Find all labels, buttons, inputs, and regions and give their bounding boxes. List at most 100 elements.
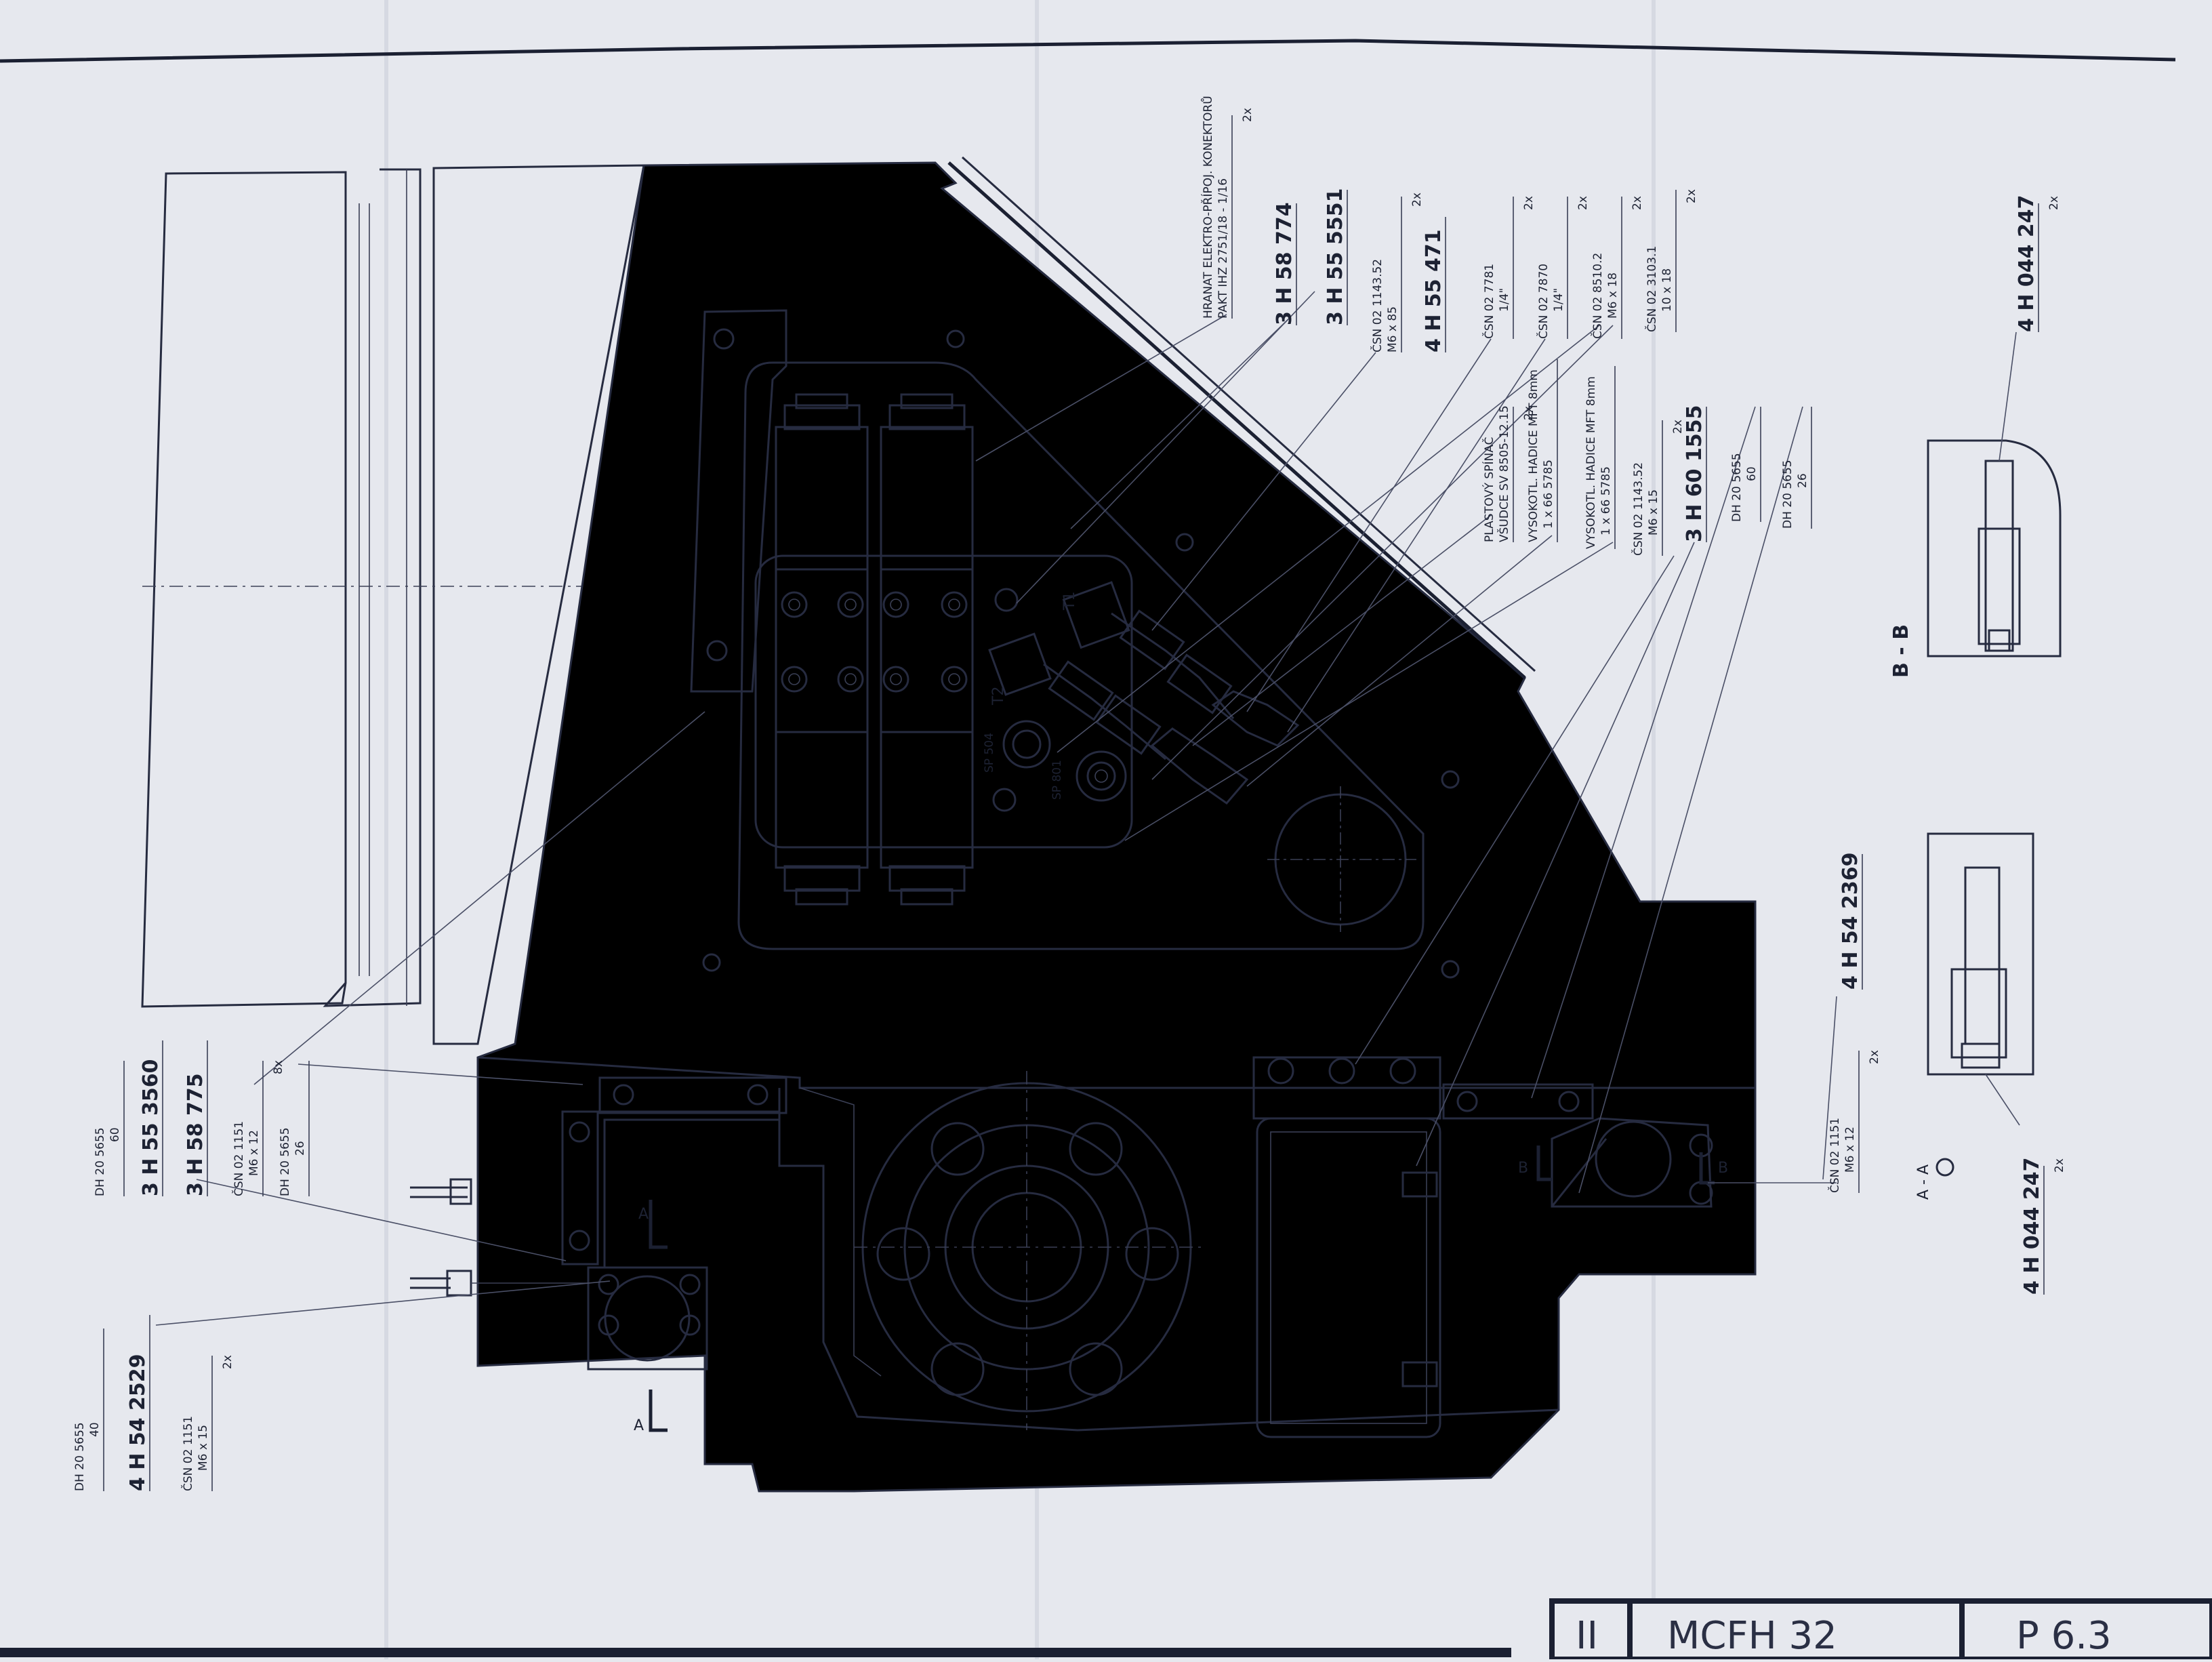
lower-assembly: A A B B [410, 1056, 1755, 1438]
callout-label: 60 [1745, 466, 1759, 481]
callout-label: HRANAT ELEKTRO-PŘÍPOJ. KONEKTORŮ [1200, 96, 1215, 319]
callout-label: M6 x 85 [1386, 306, 1399, 352]
callout-label: 1 x 66 5785 [1599, 466, 1613, 535]
callout-label: DH 20 5655 [1730, 453, 1744, 522]
callout-group-right: 4 H 044 247 2x 4 H 54 2369 ČSN 02 1151 M… [1827, 195, 2066, 1295]
valve-manifold [690, 309, 1460, 979]
callout-group-left: DH 20 5655 60 3 H 55 3560 3 H 58 775 ČSN… [94, 1040, 310, 1196]
callout-label: 26 [1796, 473, 1809, 488]
callout-label: VŠUDCE SV 8505-12.15 [1496, 405, 1511, 542]
screw-icon [713, 328, 735, 350]
callout-qty: 2x [1522, 406, 1536, 420]
port-icon [994, 588, 1019, 612]
pressure-switch-sp801-icon [1076, 750, 1127, 802]
manifold-outline [737, 361, 1425, 950]
title-block: II MCFH 32 P 6.3 [1549, 1598, 2212, 1662]
callout-label: 4 H 54 2529 [126, 1354, 150, 1491]
callout-qty: 2x [2053, 1158, 2066, 1173]
callout-label: 4 H 55 471 [1422, 229, 1446, 352]
leader-lines [155, 291, 2020, 1326]
cover-plate [1256, 1117, 1441, 1438]
fitting-t1 [1062, 581, 1130, 649]
screw-icon [946, 329, 965, 348]
title-block-sheet: II [1576, 1614, 1598, 1658]
callout-group-top: HRANAT ELEKTRO-PŘÍPOJ. KONEKTORŮ PAKT IH… [1200, 96, 1698, 352]
callout-group-middle: PLASTOVÝ SPÍNAČ VŠUDCE SV 8505-12.15 2x … [1481, 359, 1812, 556]
title-block-page: P 6.3 [2016, 1614, 2112, 1658]
callout-label: ČSN 02 1151 [180, 1416, 195, 1491]
callout-qty: 2x [1410, 192, 1424, 207]
callout-label: M6 x 15 [1647, 489, 1660, 535]
hydraulic-hose-1 [1111, 609, 1300, 747]
callout-qty: 2x [2047, 196, 2061, 210]
screw-icon [706, 640, 728, 662]
callout-label: ČSN 02 1151 [1827, 1118, 1842, 1193]
callout-label: 3 H 58 774 [1273, 202, 1296, 325]
port-label-t2: T2 [990, 687, 1007, 706]
callout-group-bottom-left: DH 20 5655 40 4 H 54 2529 ČSN 02 1151 M6… [73, 1315, 234, 1491]
callout-label: ČSN 02 1151 [231, 1121, 246, 1196]
right-clamp-bracket [1252, 1056, 1713, 1438]
callout-label: 1/4" [1498, 288, 1511, 312]
callout-label: M6 x 12 [1843, 1127, 1857, 1173]
screw-icon [1175, 533, 1194, 552]
callout-label: ČSN 02 1143.52 [1631, 462, 1645, 556]
section-b-b-detail: B - B [1889, 439, 2062, 678]
callout-qty: 2x [1576, 196, 1590, 210]
section-mark-b-lower: B [1718, 1160, 1728, 1177]
section-a-a-detail: A - A [1915, 832, 2034, 1200]
callout-label: ČSN 02 3103.1 [1644, 246, 1659, 332]
callout-label: 40 [88, 1422, 102, 1437]
section-mark-a-lower: A [634, 1417, 644, 1434]
callout-label: 3 H 55 3560 [139, 1059, 163, 1196]
machine-slide [141, 164, 651, 1045]
callout-label: M6 x 18 [1606, 272, 1620, 319]
port-icon [992, 788, 1017, 812]
callout-label: ČSN 02 7870 [1536, 264, 1551, 339]
callout-qty: 2x [1241, 108, 1254, 122]
fitting-t2 [988, 632, 1052, 696]
callout-qty: 2x [1685, 189, 1698, 203]
callout-label: DH 20 5655 [94, 1127, 107, 1196]
mounting-bracket-left [690, 309, 787, 693]
callout-label: DH 20 5655 [1781, 460, 1795, 529]
callout-label: 4 H 044 247 [2015, 195, 2039, 332]
port-label-t1: T1 [1061, 592, 1078, 611]
callout-label: ČSN 02 1143.52 [1370, 259, 1385, 352]
callout-label: 1 x 66 5785 [1542, 460, 1555, 529]
callout-label: 4 H 044 247 [2020, 1157, 2044, 1295]
section-mark-a-upper: A [638, 1206, 649, 1223]
callout-label: DH 20 5655 [73, 1422, 87, 1491]
callout-label: 60 [108, 1127, 122, 1142]
callout-qty: 2x [221, 1355, 234, 1369]
callout-qty: 2x [1868, 1050, 1881, 1064]
callout-label: PAKT IHZ 2751/18 - 1/16 [1216, 178, 1230, 319]
callout-label: 4 H 54 2369 [1839, 852, 1862, 990]
section-bb-label: B - B [1889, 624, 1913, 678]
top-border-line [0, 39, 2176, 63]
screw-icon [1441, 770, 1460, 789]
callout-label: VYSOKOTL. HADICE MFT 8mm [1584, 376, 1598, 549]
callout-label: PLASTOVÝ SPÍNAČ [1481, 437, 1496, 542]
callout-qty: 2x [1631, 196, 1644, 210]
title-block-model: MCFH 32 [1667, 1614, 1837, 1658]
callout-label: ČSN 02 7781 [1481, 264, 1496, 339]
callout-label: M6 x 12 [247, 1130, 261, 1176]
callout-label: M6 x 15 [197, 1425, 210, 1471]
port-labels: T1 T2 SP 504 SP 801 [983, 592, 1078, 800]
solenoid-valve-2 [880, 393, 974, 906]
section-aa-label: A - A [1915, 1164, 1932, 1200]
valve-subplate [754, 554, 1133, 849]
solenoid-valve-1 [775, 393, 869, 906]
port-label-sp801: SP 801 [1050, 760, 1064, 800]
callout-label: ČSN 02 8510.2 [1590, 253, 1605, 339]
callout-qty: 2x [1522, 196, 1536, 210]
callout-qty: 2x [1671, 420, 1685, 434]
pressure-switch-sp504-icon [1002, 720, 1051, 769]
screw-icon [1441, 960, 1460, 979]
callout-label: 1/4" [1552, 288, 1565, 312]
callout-label: VYSOKOTL. HADICE MFT 8mm [1527, 369, 1540, 542]
main-plate [476, 156, 1757, 1493]
